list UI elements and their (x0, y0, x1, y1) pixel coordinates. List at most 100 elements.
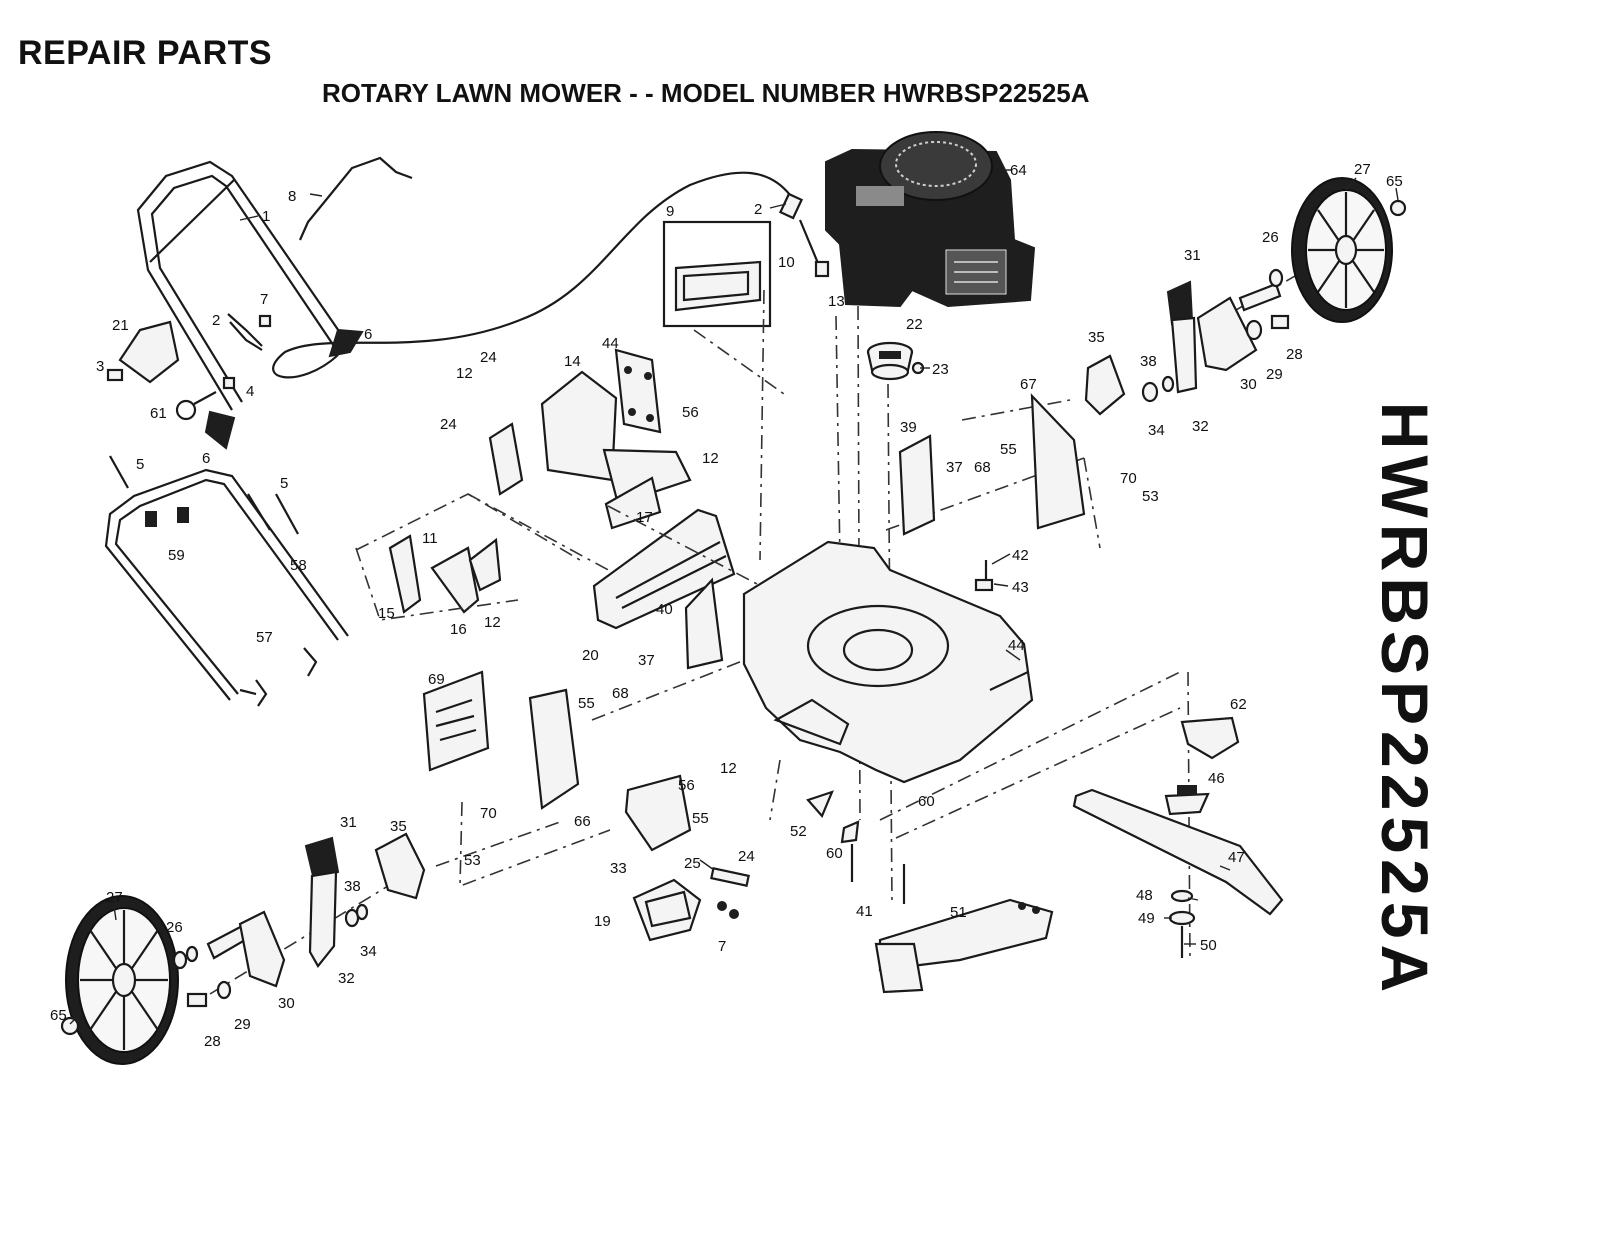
callout-42: 42 (1012, 547, 1029, 564)
front-axle-plate-66 (528, 688, 580, 810)
callout-27: 27 (106, 889, 123, 906)
callout-41: 41 (856, 903, 873, 920)
axle-bracket-30-right (1196, 296, 1258, 372)
fastener-42-43 (974, 560, 994, 592)
callout-67: 67 (1020, 376, 1037, 393)
callout-6: 6 (364, 326, 372, 343)
callout-61: 61 (150, 405, 167, 422)
callout-5: 5 (136, 456, 144, 473)
engine-64 (825, 131, 1036, 308)
deflector-19 (632, 878, 702, 942)
callout-65: 65 (50, 1007, 67, 1024)
cable-guide-2 (229, 321, 263, 351)
callout-69: 69 (428, 671, 445, 688)
callout-48: 48 (1136, 887, 1153, 904)
callout-24: 24 (480, 349, 497, 366)
callout-59: 59 (168, 547, 185, 564)
callout-14: 14 (564, 353, 581, 370)
callout-24: 24 (738, 848, 755, 865)
callout-49: 49 (1138, 910, 1155, 927)
control-bracket-9 (662, 220, 772, 328)
callout-31: 31 (340, 814, 357, 831)
callout-40: 40 (656, 601, 673, 618)
callout-39: 39 (900, 419, 917, 436)
axle-26-right (1238, 268, 1284, 312)
callout-numbers: 1 2 2 3 4 5 5 6 6 7 7 8 9 10 11 12 12 12… (50, 161, 1403, 1050)
callout-30: 30 (278, 995, 295, 1012)
callout-4: 4 (246, 383, 254, 400)
mower-deck-44 (742, 540, 1034, 784)
bolts-5 (109, 455, 299, 535)
callout-62: 62 (1230, 696, 1247, 713)
callout-21: 21 (112, 317, 129, 334)
callout-53: 53 (464, 852, 481, 869)
callout-32: 32 (1192, 418, 1209, 435)
callout-1: 1 (262, 208, 270, 225)
brackets-24 (488, 422, 524, 496)
upper-handle-1 (136, 160, 353, 411)
callout-32: 32 (338, 970, 355, 987)
callout-12: 12 (702, 450, 719, 467)
blade-adapter-46 (1164, 785, 1210, 816)
hinge-bracket-16 (430, 546, 480, 614)
plate-40 (684, 577, 724, 670)
callout-28: 28 (204, 1033, 221, 1050)
callout-23: 23 (932, 361, 949, 378)
height-lever-31-right (1166, 280, 1198, 394)
diagram-title: ROTARY LAWN MOWER - - MODEL NUMBER HWRBS… (322, 78, 1090, 108)
rear-door-assembly (540, 348, 692, 530)
callout-57: 57 (256, 629, 273, 646)
lower-handle-58 (104, 468, 349, 701)
callout-12: 12 (456, 365, 473, 382)
callout-29: 29 (234, 1016, 251, 1033)
front-wheel-27-left (65, 895, 179, 1065)
callout-70: 70 (480, 805, 497, 822)
callout-17: 17 (636, 509, 653, 526)
callout-47: 47 (1228, 849, 1245, 866)
callout-38: 38 (1140, 353, 1157, 370)
callout-22: 22 (906, 316, 923, 333)
callout-46: 46 (1208, 770, 1225, 787)
handle-knob-6b (204, 410, 236, 450)
callout-37: 37 (946, 459, 963, 476)
callout-68: 68 (612, 685, 629, 702)
callout-16: 16 (450, 621, 467, 638)
callout-26: 26 (166, 919, 183, 936)
callout-6: 6 (202, 450, 210, 467)
throttle-cable (272, 171, 791, 379)
axle-bracket-30-left (238, 910, 286, 988)
height-lever-31-left (304, 836, 340, 968)
control-rod-8 (298, 156, 413, 241)
blade-stiffener-62 (1180, 716, 1240, 760)
callout-65: 65 (1386, 173, 1403, 190)
callout-2: 2 (212, 312, 220, 329)
knobs-59 (145, 507, 189, 527)
hinge-25 (710, 867, 750, 919)
callout-31: 31 (1184, 247, 1201, 264)
hubcap-65-left (60, 1016, 80, 1036)
blade-adapter-22 (866, 341, 914, 381)
callout-leaders (69, 169, 1399, 1025)
hinge-plate-15 (388, 534, 422, 614)
height-adjust-plate-39 (898, 434, 936, 536)
callout-60: 60 (826, 845, 843, 862)
callout-28: 28 (1286, 346, 1303, 363)
clips-57 (255, 647, 318, 707)
rear-axle-plate-67 (1030, 393, 1086, 530)
hubcap-65-right (1389, 199, 1407, 217)
callout-64: 64 (1010, 162, 1027, 179)
callout-38: 38 (344, 878, 361, 895)
callout-12: 12 (720, 760, 737, 777)
callout-15: 15 (378, 605, 395, 622)
callout-11: 11 (422, 530, 438, 547)
callout-9: 9 (666, 203, 674, 220)
rear-flap-33 (624, 774, 692, 852)
callout-19: 19 (594, 913, 611, 930)
clip-60 (840, 820, 860, 844)
callout-30: 30 (1240, 376, 1257, 393)
callout-37: 37 (638, 652, 655, 669)
callout-52: 52 (790, 823, 807, 840)
cable-clamp-hardware (778, 192, 830, 278)
